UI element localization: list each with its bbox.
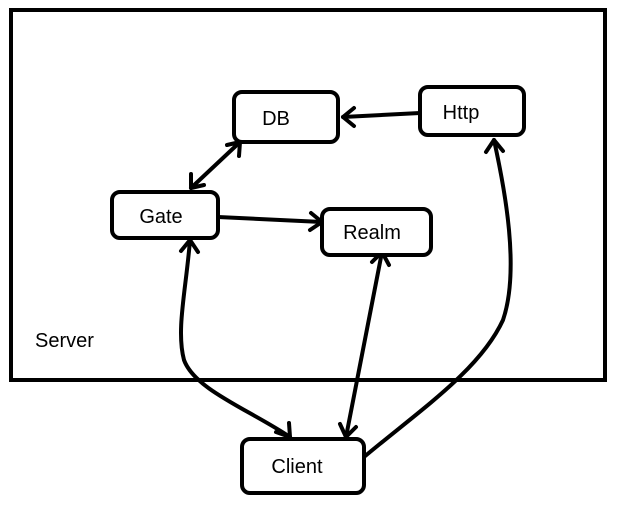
node-gate-label: Gate [139, 206, 182, 228]
edge-gate-to-realm [216, 211, 324, 232]
edge-client-realm [338, 250, 391, 439]
node-gate: Gate [110, 190, 220, 240]
edge-client-realm-line [344, 250, 384, 439]
server-region-border [9, 8, 607, 382]
edge-http-db-line [341, 111, 422, 119]
arrowhead-http-from-client [484, 138, 505, 154]
nodes: DB Http Gate Realm Client [110, 85, 526, 495]
node-http-box [418, 85, 526, 137]
arrowhead-db-from-http [341, 106, 356, 128]
edge-gate-db-line [189, 140, 242, 190]
server-region-label: Server [35, 330, 94, 352]
node-http: Http [418, 85, 526, 137]
node-realm-label: Realm [343, 222, 401, 244]
edge-gate-realm-line [216, 215, 324, 224]
node-db-label: DB [262, 108, 290, 130]
edges [179, 106, 513, 459]
edge-client-http-line [362, 138, 513, 459]
node-realm: Realm [320, 207, 433, 257]
server-region: Server [9, 8, 607, 382]
edge-gate-db [189, 140, 242, 190]
node-db: DB [232, 90, 340, 144]
node-realm-box [320, 207, 433, 257]
node-http-label: Http [443, 102, 480, 124]
node-client-label: Client [271, 456, 323, 478]
node-db-box [232, 90, 340, 144]
node-client-box [240, 437, 366, 495]
node-client: Client [240, 437, 366, 495]
edge-client-gate [179, 238, 292, 439]
edge-client-to-http [362, 138, 513, 459]
edge-http-to-db [341, 106, 422, 128]
arrowhead-gate-from-db [189, 172, 206, 190]
edge-client-gate-line [179, 238, 292, 439]
node-gate-box [110, 190, 220, 240]
